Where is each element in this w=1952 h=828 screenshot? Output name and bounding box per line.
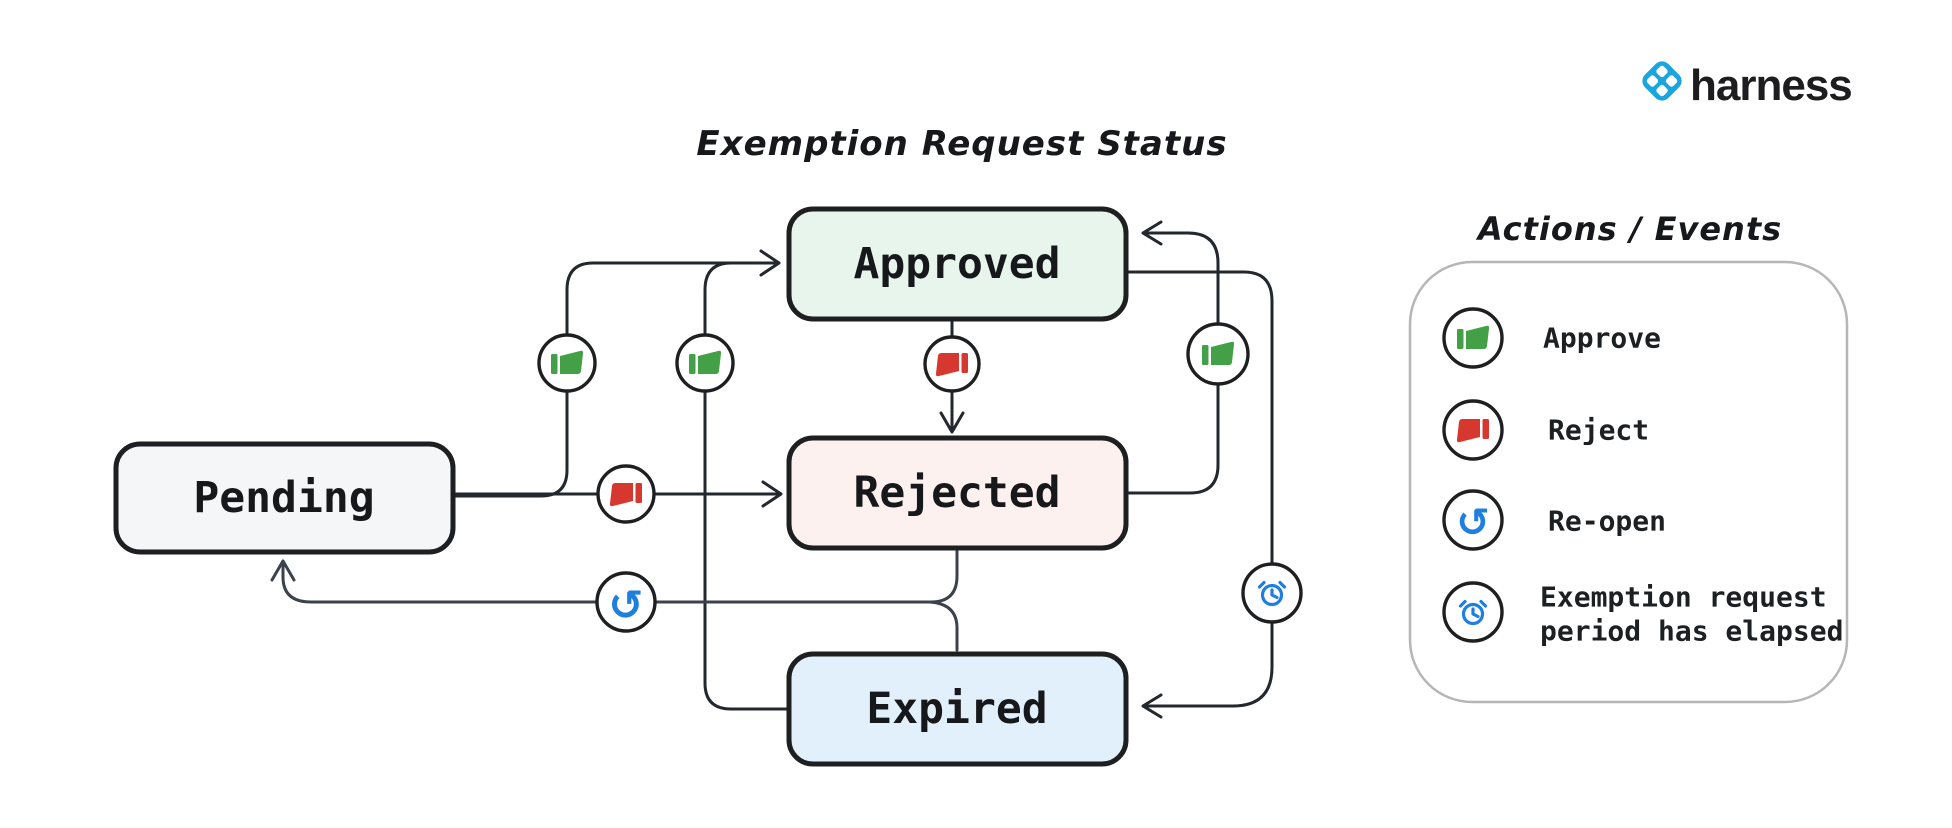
thumbs-up-icon [1457,325,1490,349]
legend-item-reject: Reject [1442,399,1649,461]
legend-item-approve: Approve [1442,307,1661,369]
approve-badge-rejected [1186,322,1250,386]
thumbs-up-icon [689,350,722,374]
logo-cutout [1646,75,1659,87]
state-pending-box [113,441,456,555]
edge-expired-to-approved [703,261,791,711]
diagram-title: Exemption Request Status [696,124,1227,164]
state-approved: Approved [786,206,1129,322]
legend-label-reopen: Re-open [1548,505,1666,538]
approve-badge-expired [675,333,735,393]
logo-cutout [1656,84,1668,97]
legend-title: Actions / Events [1475,210,1782,248]
legend-label-elapsed-line1: Exemption request [1540,581,1827,614]
legend-item-elapsed: Exemption request period has elapsed [1442,581,1843,648]
edge-approved-to-expired [1126,270,1274,719]
legend-label-elapsed-line2: period has elapsed [1540,615,1843,648]
legend: Actions / Events Approve Reject ↺ Re-ope… [1408,210,1849,704]
reject-badge-approved [923,335,981,393]
legend-item-reopen: ↺ Re-open [1442,489,1666,551]
reopen-badge: ↺ [595,571,657,633]
legend-label-approve: Approve [1543,322,1661,355]
thumbs-down-icon [609,483,642,507]
state-expired: Expired [786,651,1129,767]
alarm-badge [1241,562,1303,624]
alarm-clock-icon [1257,580,1287,607]
legend-label-reject: Reject [1548,414,1649,447]
logo-diamond [1642,61,1682,101]
reject-badge-pending [596,464,656,524]
state-approved-label: Approved [853,239,1060,289]
state-rejected-label: Rejected [853,468,1060,518]
legend-icon-circle [1442,489,1504,551]
state-pending-label: Pending [193,473,374,523]
thumbs-down-icon [1456,419,1489,443]
reopen-icon: ↺ [608,581,643,630]
state-expired-box [786,651,1129,767]
state-pending: Pending [113,441,456,555]
harness-logo: harness [1642,61,1853,110]
state-rejected-box [786,435,1129,551]
state-expired-label: Expired [866,684,1047,734]
logo-cutout [1656,65,1668,78]
thumbs-up-icon [1202,341,1235,365]
thumbs-down-icon [935,353,968,377]
alarm-clock-icon [1458,599,1488,626]
state-rejected: Rejected [786,435,1129,551]
thumbs-up-icon [551,350,584,374]
logo-cutout [1665,75,1678,87]
harness-logo-icon [1642,61,1682,101]
approve-badge-pending [537,333,597,393]
badge-circle [595,571,657,633]
reopen-icon: ↺ [1456,500,1490,546]
legend-box [1408,260,1849,704]
harness-wordmark: harness [1690,61,1852,110]
state-approved-box [786,206,1129,322]
